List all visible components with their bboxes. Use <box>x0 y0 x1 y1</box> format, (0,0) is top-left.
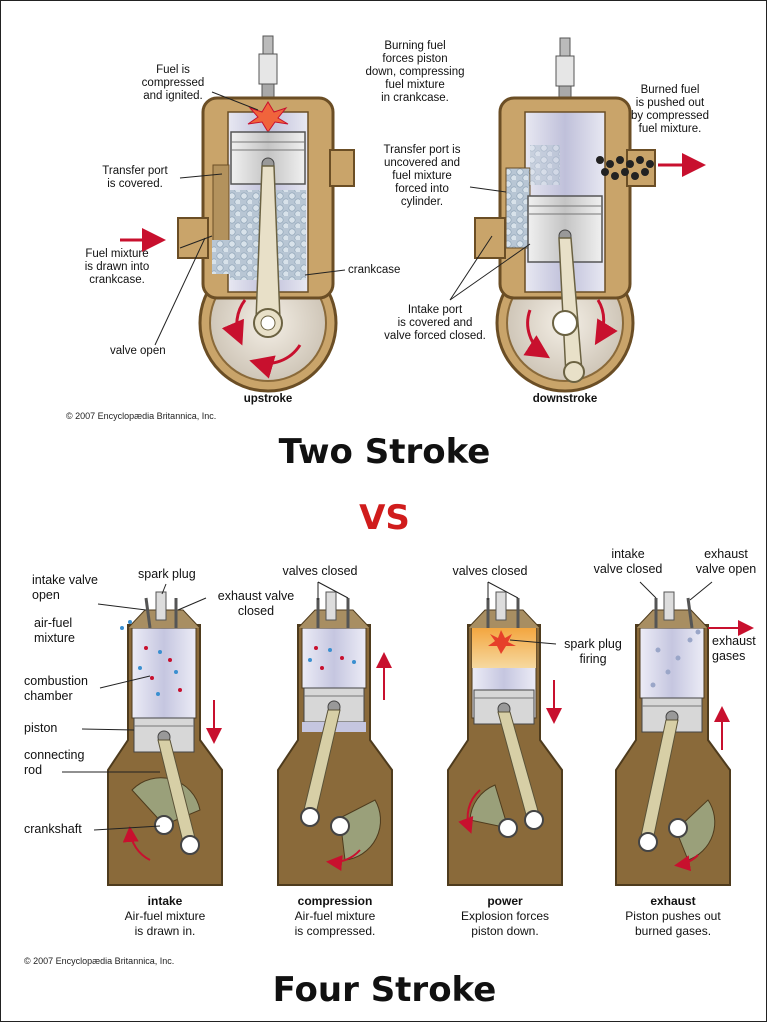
four-stroke-title: Four Stroke <box>0 970 769 1010</box>
air-fuel-mixture-label: air-fuel mixture <box>34 616 75 646</box>
four-stroke-copyright: © 2007 Encyclopædia Britannica, Inc. <box>24 956 174 966</box>
stage-caption-exhaust: exhaust Piston pushes out burned gases. <box>608 894 738 939</box>
valves-closed-label-power: valves closed <box>440 565 540 578</box>
stage-description: Piston pushes out burned gases. <box>625 909 720 938</box>
exhaust-valve-closed-label: exhaust valve closed <box>206 589 306 619</box>
valves-closed-label-compression: valves closed <box>270 565 370 578</box>
stage-description: Air-fuel mixture is drawn in. <box>125 909 206 938</box>
crankshaft-label: crankshaft <box>24 823 82 836</box>
stage-name: intake <box>100 894 230 909</box>
power-engine <box>448 592 562 885</box>
connecting-rod-label: connecting rod <box>24 748 84 778</box>
intake-valve-closed-label: intake valve closed <box>580 547 676 577</box>
spark-plug-firing-label: spark plug firing <box>556 637 630 667</box>
stage-description: Explosion forces piston down. <box>461 909 549 938</box>
intake-valve-open-label: intake valve open <box>32 573 98 603</box>
exhaust-gases-label: exhaust gases <box>712 634 756 664</box>
stage-caption-compression: compression Air-fuel mixture is compress… <box>270 894 400 939</box>
spark-plug-label: spark plug <box>138 568 196 581</box>
stage-name: exhaust <box>608 894 738 909</box>
exhaust-valve-open-label: exhaust valve open <box>684 547 768 577</box>
stage-name: compression <box>270 894 400 909</box>
stage-name: power <box>440 894 570 909</box>
piston-label: piston <box>24 722 57 735</box>
combustion-chamber-label: combustion chamber <box>24 674 88 704</box>
intake-engine <box>108 592 222 885</box>
stage-description: Air-fuel mixture is compressed. <box>295 909 376 938</box>
compression-engine <box>278 592 392 885</box>
stage-caption-power: power Explosion forces piston down. <box>440 894 570 939</box>
stage-caption-intake: intake Air-fuel mixture is drawn in. <box>100 894 230 939</box>
